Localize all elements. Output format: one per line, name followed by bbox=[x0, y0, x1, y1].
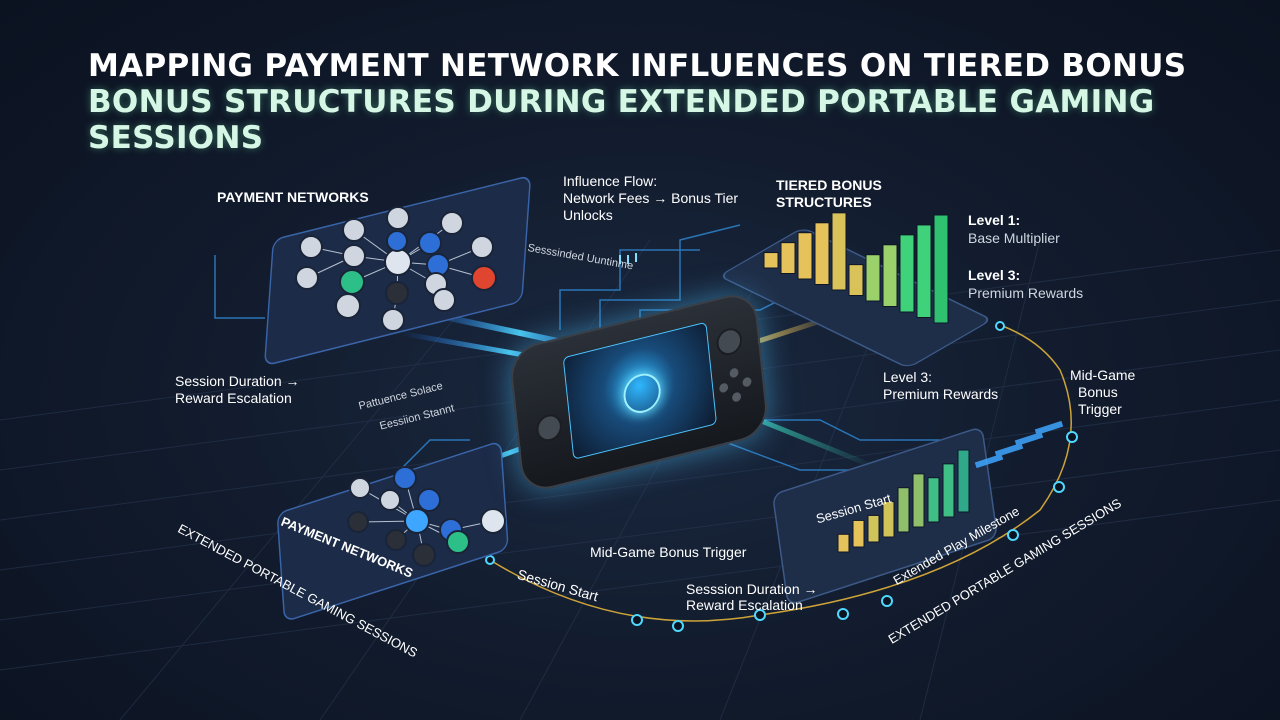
chart1-bar bbox=[882, 244, 898, 308]
chart1-bar bbox=[797, 232, 813, 280]
chart2-bar bbox=[852, 519, 865, 548]
chart1-bar bbox=[933, 214, 949, 324]
page-title: MAPPING PAYMENT NETWORK INFLUENCES ON TI… bbox=[88, 48, 1208, 156]
mid-game-right-2: Bonus bbox=[1078, 384, 1118, 400]
payment-networks-label-top: PAYMENT NETWORKS bbox=[217, 189, 369, 205]
title-line-2: BONUS STRUCTURES DURING EXTENDED PORTABL… bbox=[88, 84, 1155, 120]
level-1-subtitle: Base Multiplier bbox=[968, 230, 1060, 246]
right-joystick bbox=[715, 325, 744, 358]
chart2-bar bbox=[957, 449, 970, 513]
level-3-title-mid: Level 3: bbox=[883, 369, 933, 385]
chart1-bar bbox=[916, 224, 932, 318]
session-duration-bottom-1: Sesssion Duration → bbox=[686, 581, 818, 597]
session-duration-bottom-2: Reward Escalation bbox=[686, 597, 803, 613]
payment-network-nodes-top bbox=[295, 206, 497, 332]
tiered-bonus-label-2: STRUCTURES bbox=[776, 194, 872, 210]
chart1-bar bbox=[763, 252, 779, 269]
floating-bars bbox=[974, 420, 1064, 469]
session-start-chart bbox=[837, 449, 970, 553]
timeline-arc bbox=[489, 324, 1072, 622]
left-joystick bbox=[535, 411, 564, 444]
session-duration-left-2: Reward Escalation bbox=[175, 390, 292, 406]
chart2-bar bbox=[912, 473, 925, 528]
title-line-3: SESSIONS bbox=[88, 120, 264, 156]
shield-logo-icon bbox=[621, 369, 663, 417]
chart1-bar bbox=[899, 234, 915, 313]
title-line-1: MAPPING PAYMENT NETWORK INFLUENCES ON TI… bbox=[88, 48, 1187, 84]
chart2-bar bbox=[867, 514, 880, 543]
mid-game-bottom: Mid-Game Bonus Trigger bbox=[590, 544, 747, 560]
mid-game-right-1: Mid-Game bbox=[1070, 367, 1136, 383]
tiered-bonus-chart bbox=[763, 212, 949, 324]
chart1-bar bbox=[848, 264, 864, 296]
influence-flow-label-1: Influence Flow: bbox=[563, 173, 658, 189]
face-button bbox=[718, 382, 729, 394]
timeline-nodes bbox=[485, 321, 1078, 632]
chart1-bar bbox=[865, 254, 881, 302]
chart1-bar bbox=[780, 242, 796, 274]
level-3-subtitle-mid: Premium Rewards bbox=[883, 386, 999, 402]
face-button bbox=[742, 376, 752, 388]
influence-flow-label-3: Unlocks bbox=[563, 207, 613, 223]
influence-flow-label-2: Network Fees → Bonus Tier bbox=[563, 190, 739, 206]
level-3-subtitle-right: Premium Rewards bbox=[968, 285, 1084, 301]
chart2-bar bbox=[942, 463, 955, 518]
level-1-title: Level 1: bbox=[968, 212, 1021, 228]
chart1-bar bbox=[831, 212, 847, 291]
tiered-bonus-label-1: TIERED BONUS bbox=[776, 177, 882, 193]
chart2-bar bbox=[897, 487, 910, 533]
console-screen bbox=[562, 321, 718, 460]
level-3-title-right: Level 3: bbox=[968, 267, 1021, 283]
chart2-bar bbox=[837, 533, 850, 553]
session-duration-left-1: Session Duration → bbox=[175, 373, 300, 389]
face-button bbox=[729, 367, 739, 379]
mid-game-right-3: Trigger bbox=[1078, 401, 1122, 417]
chart2-bar bbox=[882, 501, 895, 538]
face-button bbox=[731, 391, 742, 403]
connector-dots bbox=[619, 253, 637, 264]
chart2-bar bbox=[927, 477, 940, 523]
chart1-bar bbox=[814, 222, 830, 286]
